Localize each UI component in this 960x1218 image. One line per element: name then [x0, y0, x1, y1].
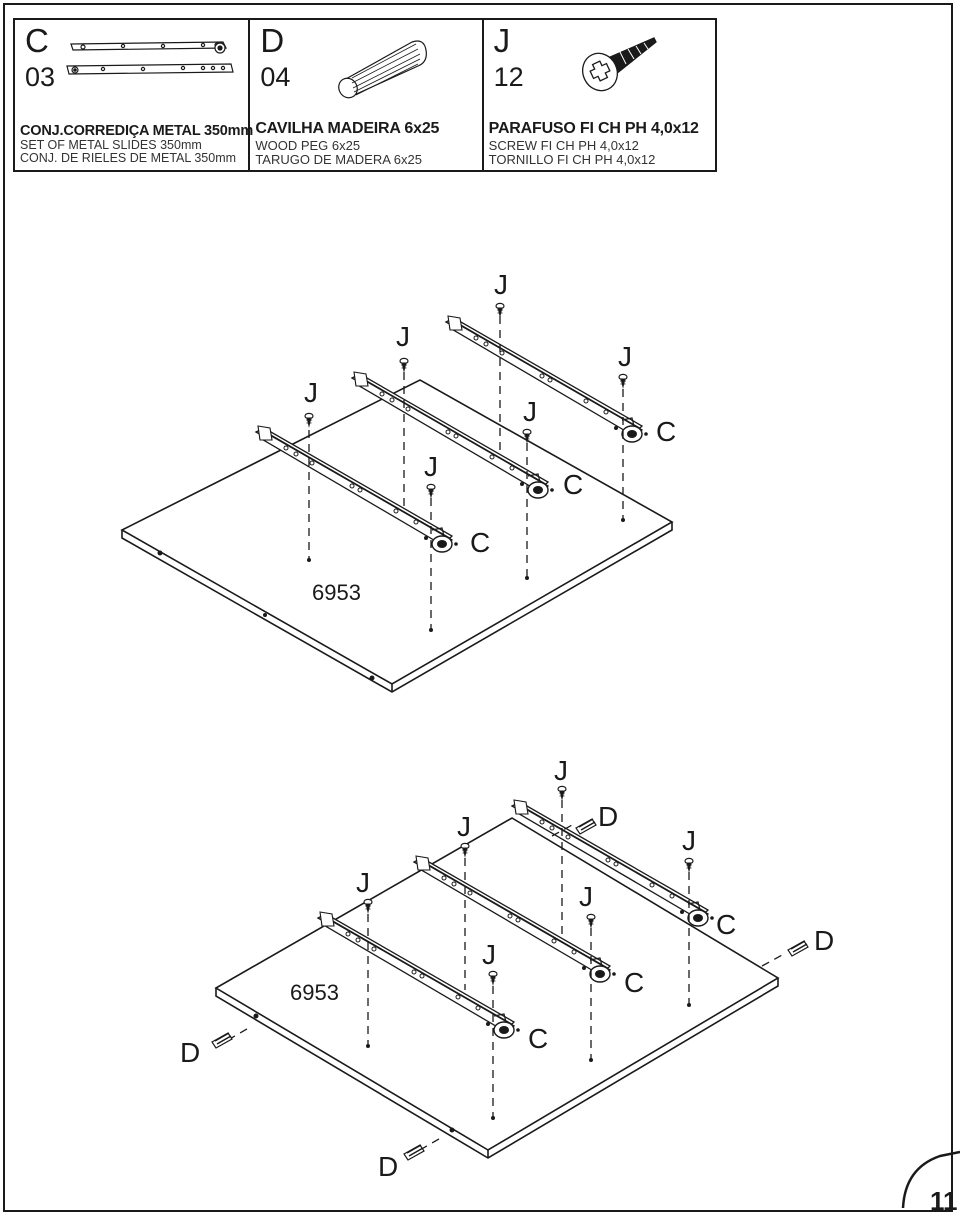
part-name-es: TORNILLO FI CH PH 4,0x12	[488, 152, 656, 167]
label-j: J	[523, 396, 537, 427]
part-cell-j: J 12 PARAFUSO FI CH PH 4,0x12 SCREW FI C…	[484, 20, 715, 170]
panel-code: 6953	[312, 580, 361, 605]
part-name-es: CONJ. DE RIELES DE METAL 350mm	[20, 151, 237, 165]
screw-icon	[581, 37, 657, 92]
label-j: J	[618, 341, 632, 372]
wood-peg	[575, 818, 597, 835]
part-quantity: 12	[493, 62, 524, 92]
wood-peg	[211, 1032, 233, 1049]
parts-table: C 03 CONJ.CORREDIÇA METAL 350mm SET OF M…	[13, 18, 717, 172]
label-j: J	[356, 867, 370, 898]
part-name-en: SET OF METAL SLIDES 350mm	[20, 138, 202, 152]
step2-hole-marks	[366, 1003, 691, 1120]
wood-peg	[787, 940, 809, 957]
part-name-en: SCREW FI CH PH 4,0x12	[488, 138, 639, 153]
part-letter: C	[25, 22, 49, 59]
label-j: J	[579, 881, 593, 912]
step2-guide-lines	[227, 800, 785, 1151]
part-letter: J	[493, 22, 511, 59]
panel-code: 6953	[290, 980, 339, 1005]
part-cell-c: C 03 CONJ.CORREDIÇA METAL 350mm SET OF M…	[15, 20, 254, 170]
part-name-es: TARUGO DE MADERA 6x25	[255, 152, 422, 167]
label-d: D	[598, 801, 618, 832]
label-j: J	[457, 811, 471, 842]
step1-hole-marks	[307, 518, 625, 632]
label-c: C	[563, 469, 583, 500]
part-name-pt: CAVILHA MADEIRA 6x25	[255, 120, 440, 137]
step1-guide-lines	[308, 316, 624, 630]
part-quantity: 04	[260, 62, 291, 92]
label-c: C	[528, 1023, 548, 1054]
wood-peg	[403, 1144, 425, 1161]
label-c: C	[716, 909, 736, 940]
part-name-en: WOOD PEG 6x25	[255, 138, 361, 153]
label-j: J	[482, 939, 496, 970]
label-j: J	[682, 825, 696, 856]
page-number: 11	[930, 1186, 958, 1216]
page-frame	[3, 3, 953, 1212]
part-name-pt: CONJ.CORREDIÇA METAL 350mm	[20, 123, 254, 139]
step2-panel: 6953	[214, 817, 780, 1159]
label-d: D	[378, 1151, 398, 1182]
label-j: J	[424, 451, 438, 482]
part-cell-d: D 04 CAVILHA MADEIRA 6x25 WOOD PEG 6x25 …	[250, 20, 484, 170]
label-c: C	[656, 416, 676, 447]
label-j: J	[554, 755, 568, 786]
wood-peg-icon	[338, 40, 428, 99]
step1-panel: 6953	[120, 379, 674, 693]
label-c: C	[470, 527, 490, 558]
label-j: J	[396, 321, 410, 352]
part-name-pt: PARAFUSO FI CH PH 4,0x12	[488, 120, 699, 137]
label-j: J	[304, 377, 318, 408]
label-d: D	[180, 1037, 200, 1068]
metal-slide-icon	[66, 41, 234, 75]
page-corner-curve	[901, 1150, 960, 1209]
step2-labels: J J J J J J C C C D D D D	[180, 755, 834, 1182]
step1-labels: J J J J J J C C C	[304, 269, 676, 558]
part-quantity: 03	[25, 62, 56, 92]
label-j: J	[494, 269, 508, 300]
label-d: D	[814, 925, 834, 956]
part-letter: D	[260, 22, 285, 59]
label-c: C	[624, 967, 644, 998]
